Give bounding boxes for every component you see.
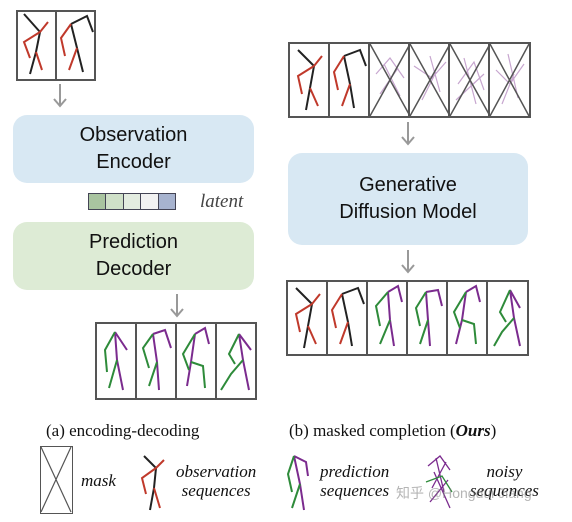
prediction-frame-1 bbox=[368, 282, 408, 354]
observation-encoder-box: Observation Encoder bbox=[13, 115, 254, 183]
watermark: 知乎 @Hongdui Jiang bbox=[396, 485, 532, 501]
mask-cross-icon bbox=[369, 43, 411, 117]
diffusion-label-line2: Diffusion Model bbox=[339, 201, 477, 223]
generative-diffusion-model-box: Generative Diffusion Model bbox=[288, 153, 528, 245]
prediction-skeleton-icon bbox=[220, 333, 252, 391]
diffusion-label-line1: Generative bbox=[359, 174, 457, 196]
prediction-skeleton-icon bbox=[493, 289, 521, 347]
observation-frame-2 bbox=[57, 12, 94, 79]
observation-skeleton-icon bbox=[22, 13, 49, 75]
mask-cross-icon bbox=[449, 43, 491, 117]
latent-label: latent bbox=[200, 191, 244, 212]
right-output-frames bbox=[286, 280, 529, 356]
legend-observation-line2: sequences bbox=[181, 481, 251, 500]
prediction-skeleton-icon bbox=[452, 284, 481, 345]
left-observation-frames bbox=[16, 10, 96, 81]
encoder-label-line1: Observation bbox=[79, 124, 188, 146]
prediction-skeleton-icon bbox=[374, 284, 403, 347]
legend-noisy-line2: sequences bbox=[470, 481, 539, 500]
arrow-down-icon bbox=[401, 122, 415, 146]
latent-vector bbox=[88, 193, 176, 210]
decoder-label-line1: Prediction bbox=[89, 231, 178, 253]
caption-masked-completion: (b) masked completion (Ours) bbox=[289, 421, 496, 441]
prediction-decoder-box: Prediction Decoder bbox=[13, 222, 254, 290]
prediction-frame-3 bbox=[448, 282, 488, 354]
prediction-frame-3 bbox=[177, 324, 217, 398]
legend-prediction-line2: sequences bbox=[320, 481, 390, 500]
observation-skeleton-icon bbox=[294, 287, 321, 349]
latent-cell bbox=[106, 194, 124, 209]
observation-frame-1 bbox=[288, 282, 328, 354]
legend-noisy-skeleton-icon bbox=[425, 455, 453, 509]
caption-ours: Ours bbox=[455, 421, 491, 440]
latent-cell bbox=[123, 194, 142, 209]
legend-noisy-label: noisy sequences bbox=[470, 462, 539, 500]
mask-cross-icon bbox=[409, 43, 451, 117]
latent-cell bbox=[158, 194, 176, 209]
legend-mask-label: mask bbox=[81, 471, 116, 490]
mask-cross-icon bbox=[489, 43, 530, 117]
masked-noisy-frame-1 bbox=[369, 43, 411, 117]
latent-cell bbox=[89, 194, 107, 209]
masked-noisy-frame-3 bbox=[449, 43, 491, 117]
legend-prediction-skeleton-icon bbox=[286, 455, 309, 511]
caption-suffix: ) bbox=[490, 421, 497, 440]
prediction-frame-4 bbox=[488, 282, 527, 354]
arrow-down-icon bbox=[401, 250, 415, 274]
legend-prediction-line1: prediction bbox=[320, 462, 390, 481]
observation-frame-1 bbox=[18, 12, 57, 79]
mask-cross-icon bbox=[40, 446, 72, 513]
observation-skeleton-icon bbox=[332, 48, 367, 109]
observation-frame-2 bbox=[328, 282, 368, 354]
prediction-frame-2 bbox=[408, 282, 448, 354]
legend-observation-label: observation sequences bbox=[176, 462, 256, 500]
legend-mask-swatch bbox=[40, 446, 73, 514]
caption-prefix: (b) masked completion ( bbox=[289, 421, 456, 440]
prediction-skeleton-icon bbox=[181, 326, 210, 389]
legend-observation-line1: observation bbox=[176, 462, 257, 481]
latent-cell bbox=[141, 194, 159, 209]
left-prediction-frames bbox=[95, 322, 257, 400]
prediction-skeleton-icon bbox=[414, 288, 443, 347]
masked-noisy-frame-4 bbox=[489, 43, 530, 117]
decoder-label-line2: Decoder bbox=[95, 258, 172, 280]
prediction-skeleton-icon bbox=[141, 328, 172, 391]
arrow-down-icon bbox=[170, 294, 184, 318]
legend-prediction-label: prediction sequences bbox=[320, 462, 389, 500]
observation-skeleton-icon bbox=[296, 49, 323, 111]
legend-noisy-line1: noisy bbox=[486, 462, 523, 481]
right-input-frames bbox=[288, 42, 531, 118]
caption-encoding-decoding: (a) encoding-decoding bbox=[46, 421, 200, 440]
observation-frame-2 bbox=[330, 44, 370, 116]
observation-skeleton-icon bbox=[330, 286, 365, 347]
observation-skeleton-icon bbox=[59, 14, 94, 73]
prediction-frame-2 bbox=[137, 324, 177, 398]
legend-observation-skeleton-icon bbox=[140, 455, 165, 511]
prediction-skeleton-icon bbox=[103, 331, 128, 391]
observation-frame-1 bbox=[290, 44, 330, 116]
prediction-frame-1 bbox=[97, 324, 137, 398]
masked-noisy-frame-2 bbox=[409, 43, 451, 117]
arrow-down-icon bbox=[53, 84, 67, 108]
prediction-frame-4 bbox=[217, 324, 255, 398]
encoder-label-line2: Encoder bbox=[96, 151, 171, 173]
